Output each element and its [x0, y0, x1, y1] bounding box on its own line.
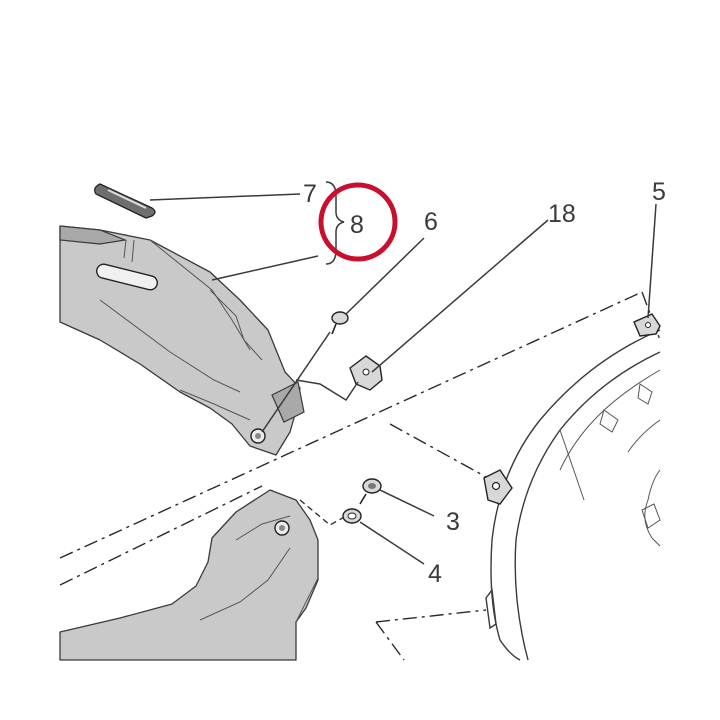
strip-part	[94, 183, 156, 219]
leader-5	[647, 203, 657, 319]
leader-lines	[149, 193, 657, 565]
guide-clip-18	[295, 379, 359, 402]
duct-slot	[96, 263, 158, 291]
upper-duct-part	[59, 225, 305, 456]
strip-part-highlight	[107, 189, 147, 209]
lower-cover-part	[59, 489, 319, 661]
assembly-line-upper	[59, 291, 643, 559]
cover-mounting-hole-center	[279, 525, 285, 531]
callout-7: 7	[303, 180, 317, 208]
highlight-ring	[318, 182, 398, 262]
bolt-3	[359, 478, 382, 505]
leader-4	[359, 521, 425, 565]
duct-mounting-hole-center	[255, 433, 261, 439]
callout-6: 6	[424, 208, 438, 236]
lower-cover-edge-a	[199, 547, 291, 621]
leader-18	[371, 219, 549, 373]
housing-clip-c	[641, 503, 661, 529]
clip-nut-18	[349, 355, 383, 391]
right-housing	[483, 329, 661, 661]
assembly-lines	[59, 291, 661, 661]
housing-detail-c	[644, 469, 661, 547]
leader-7	[149, 193, 301, 201]
hardware-guides	[261, 331, 359, 433]
housing-lower-tab	[485, 588, 497, 630]
slot-guide-b	[131, 239, 135, 263]
clip-nut-18-hole	[362, 368, 370, 376]
assembly-line-washer	[299, 499, 347, 526]
assembly-line-right	[641, 291, 661, 341]
housing-bracket-hole	[491, 481, 501, 491]
screw-6	[331, 311, 349, 335]
callout-3: 3	[446, 508, 460, 536]
callout-5: 5	[652, 178, 666, 206]
upper-duct-edge-c	[209, 289, 263, 361]
clip-nut-5-hole	[645, 322, 651, 328]
callout-4: 4	[428, 560, 442, 588]
housing-detail-b	[627, 419, 661, 453]
callout-labels: 7 8 6 18 5 3 4	[303, 178, 666, 588]
housing-inner-edge	[514, 351, 661, 661]
washer-4	[342, 508, 362, 524]
lower-cover-body	[59, 489, 319, 661]
lower-cover-edge-b	[235, 515, 291, 541]
assembly-line-lower-left	[59, 485, 263, 586]
assembly-line-bottom-drop	[375, 621, 405, 661]
duct-bracket-tab	[271, 381, 305, 423]
clip-nut-5	[633, 313, 661, 337]
housing-clip-b	[637, 383, 653, 405]
callout-8: 8	[350, 211, 364, 239]
bolt-3-socket	[368, 483, 376, 489]
slot-guide-a	[123, 239, 127, 259]
upper-duct-lip	[59, 225, 128, 245]
assembly-line-mid	[389, 423, 489, 479]
upper-duct-body	[59, 225, 301, 456]
upper-duct-edge-d	[179, 389, 251, 421]
housing-clip-a	[599, 409, 619, 433]
leader-6	[345, 237, 425, 315]
washer-4-hole	[347, 512, 357, 520]
housing-detail-a	[559, 369, 661, 471]
lower-cover-edge-c	[295, 577, 319, 623]
screw-6-head	[331, 311, 349, 325]
housing-detail-d	[559, 429, 585, 501]
screw-6-shank	[331, 323, 337, 335]
leader-8-lower	[211, 255, 319, 281]
housing-outer-edge	[490, 329, 661, 661]
upper-duct-edge-a	[149, 239, 251, 351]
callout-18: 18	[548, 200, 576, 228]
assembly-line-bottom	[375, 609, 487, 623]
leader-3	[379, 489, 435, 517]
guide-screw-6	[261, 331, 331, 433]
strip-part-body	[94, 183, 156, 219]
bolt-3-shank	[359, 493, 367, 505]
upper-duct-edge-b	[99, 299, 241, 393]
